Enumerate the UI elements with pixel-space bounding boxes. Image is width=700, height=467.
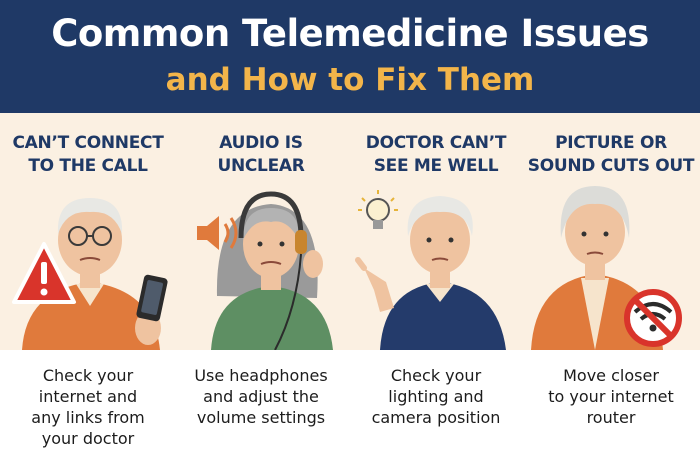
no-wifi-icon (624, 289, 682, 347)
illustration-woman-no-wifi (525, 178, 700, 350)
warning-icon (12, 242, 76, 304)
illustration-woman-with-headphones (175, 178, 350, 350)
illustration-man-pointing (350, 178, 525, 350)
page-title: Common Telemedicine Issues (51, 12, 649, 55)
header-banner: Common Telemedicine Issues and How to Fi… (0, 0, 700, 113)
illustration-man-with-phone (0, 178, 175, 350)
tip-text-doctor-cant-see: Check your lighting and camera position (371, 366, 501, 427)
headphones-icon (238, 191, 307, 350)
issue-title-audio-unclear: AUDIO IS UNCLEAR (217, 133, 305, 176)
lightbulb-icon (358, 190, 398, 229)
issue-title-picture-cuts-out: PICTURE OR SOUND CUTS OUT (527, 133, 695, 176)
speaker-icon (197, 216, 238, 250)
issue-title-doctor-cant-see: DOCTOR CAN’T SEE ME WELL (365, 133, 507, 176)
tips-band (0, 350, 700, 467)
tip-text-cant-connect: Check your internet and any links from y… (31, 366, 145, 448)
smartphone-icon (136, 274, 168, 322)
page-subtitle: and How to Fix Them (165, 62, 535, 98)
tip-text-picture-cuts-out: Move closer to your internet router (548, 366, 674, 427)
tip-text-audio-unclear: Use headphones and adjust the volume set… (194, 366, 328, 427)
issue-title-cant-connect: CAN’T CONNECT TO THE CALL (12, 133, 164, 176)
